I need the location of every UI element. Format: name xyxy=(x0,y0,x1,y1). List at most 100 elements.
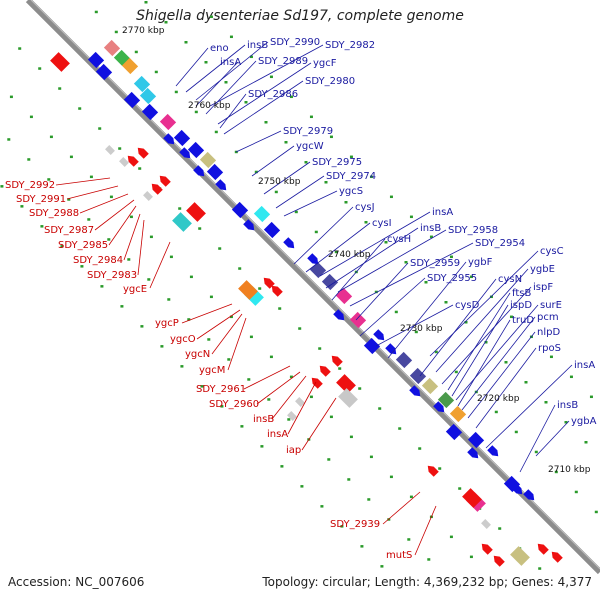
gene-label-forward[interactable]: SDY_2958 xyxy=(448,225,498,236)
gene-label-forward[interactable]: SDY_2975 xyxy=(312,157,362,168)
gene-label-forward[interactable]: insA xyxy=(432,207,453,218)
gene-label-forward[interactable]: ygcS xyxy=(339,186,363,197)
marker-dot xyxy=(58,87,62,90)
gene-label-forward[interactable]: truD xyxy=(512,315,534,326)
leader-line-forward xyxy=(185,44,246,93)
gene-arrow xyxy=(493,555,505,567)
gene-label-reverse[interactable]: SDY_2987 xyxy=(44,225,94,236)
gene-feature-block xyxy=(133,75,151,93)
gene-label-reverse[interactable]: ygcM xyxy=(199,365,225,376)
gene-label-reverse[interactable]: SDY_2988 xyxy=(29,208,79,219)
gene-label-forward[interactable]: SDY_2979 xyxy=(283,126,333,137)
marker-dot xyxy=(338,367,342,370)
gene-label-forward[interactable]: ispD xyxy=(510,300,532,311)
marker-dot xyxy=(204,61,208,64)
gene-feature-block xyxy=(462,488,482,508)
marker-dot xyxy=(229,35,233,39)
gene-arrow xyxy=(271,285,283,297)
gene-label-forward[interactable]: rpoS xyxy=(538,343,561,354)
marker-dot xyxy=(114,30,118,34)
gene-label-reverse[interactable]: insB xyxy=(253,414,274,425)
gene-arrow xyxy=(467,447,479,459)
gene-label-forward[interactable]: SDY_2986 xyxy=(248,89,298,100)
gene-label-forward[interactable]: SDY_2954 xyxy=(475,238,525,249)
gene-label-reverse[interactable]: ygcP xyxy=(155,318,179,329)
marker-dot xyxy=(147,278,151,281)
gene-label-forward[interactable]: cysJ xyxy=(355,202,375,213)
gene-label-forward[interactable]: pcm xyxy=(537,312,559,323)
marker-dot xyxy=(198,227,202,230)
gene-label-forward[interactable]: ftsB xyxy=(512,288,531,299)
gene-feature-block xyxy=(199,151,217,169)
gene-label-reverse[interactable]: SDY_2961 xyxy=(196,384,246,395)
gene-feature-block xyxy=(481,519,491,529)
gene-label-forward[interactable]: ygcF xyxy=(313,58,337,69)
gene-label-forward[interactable]: cysI xyxy=(372,218,392,229)
marker-dot xyxy=(464,321,468,324)
gene-label-forward[interactable]: SDY_2959 xyxy=(410,258,460,269)
gene-label-forward[interactable]: cysD xyxy=(455,300,480,311)
gene-label-reverse[interactable]: ygcN xyxy=(185,349,210,360)
marker-dot xyxy=(244,101,248,104)
leader-line-forward xyxy=(451,304,509,397)
gene-label-forward[interactable]: ygcW xyxy=(296,141,324,152)
gene-label-reverse[interactable]: mutS xyxy=(386,550,412,561)
gene-label-forward[interactable]: cysH xyxy=(387,234,411,245)
gene-label-reverse[interactable]: SDY_2960 xyxy=(209,399,259,410)
gene-label-reverse[interactable]: ygcE xyxy=(123,284,147,295)
leader-line-forward xyxy=(275,175,325,209)
genome-backbone xyxy=(25,0,600,575)
marker-dot xyxy=(269,75,273,79)
marker-dot xyxy=(494,410,498,414)
gene-label-forward[interactable]: SDY_2955 xyxy=(427,273,477,284)
marker-dot xyxy=(98,127,102,130)
gene-label-reverse[interactable]: iap xyxy=(286,445,301,456)
marker-dot xyxy=(20,205,24,208)
gene-label-reverse[interactable]: SDY_2991 xyxy=(16,194,66,205)
gene-label-forward[interactable]: SDY_2989 xyxy=(258,56,308,67)
gene-label-forward[interactable]: surE xyxy=(540,300,562,311)
gene-label-forward[interactable]: SDY_2982 xyxy=(325,40,375,51)
gene-label-forward[interactable]: SDY_2990 xyxy=(270,37,320,48)
marker-dot xyxy=(269,355,273,359)
gene-label-forward[interactable]: ygbF xyxy=(468,257,493,268)
gene-label-reverse[interactable]: SDY_2984 xyxy=(73,255,123,266)
leader-line-forward xyxy=(375,304,454,347)
gene-label-forward[interactable]: insB xyxy=(557,400,578,411)
gene-label-forward[interactable]: insA xyxy=(574,360,595,371)
gene-label-forward[interactable]: SDY_2974 xyxy=(326,171,376,182)
gene-label-forward[interactable]: nlpD xyxy=(537,327,560,338)
leader-line-forward xyxy=(293,206,354,265)
gene-label-forward[interactable]: insB xyxy=(247,40,268,51)
marker-dot xyxy=(549,355,553,359)
gene-label-forward[interactable]: insB xyxy=(420,223,441,234)
marker-dot xyxy=(589,395,593,399)
gene-label-reverse[interactable]: SDY_2992 xyxy=(5,180,55,191)
marker-dot xyxy=(260,445,264,448)
leader-line-forward xyxy=(447,292,511,391)
gene-label-forward[interactable]: eno xyxy=(210,43,229,54)
marker-dot xyxy=(247,378,251,381)
gene-label-forward[interactable]: cysN xyxy=(498,274,522,285)
leader-line-forward xyxy=(349,242,474,307)
marker-dot xyxy=(0,185,4,188)
gene-label-reverse[interactable]: SDY_2985 xyxy=(58,240,108,251)
gene-label-forward[interactable]: insA xyxy=(220,57,241,68)
gene-arrow xyxy=(481,543,493,555)
gene-label-forward[interactable]: SDY_2980 xyxy=(305,76,355,87)
gene-label-forward[interactable]: ygbA xyxy=(571,416,597,427)
gene-label-forward[interactable]: cysC xyxy=(540,246,564,257)
gene-feature-block xyxy=(238,280,258,300)
marker-dot xyxy=(340,525,344,528)
leader-line-reverse xyxy=(227,317,247,371)
gene-label-forward[interactable]: ispF xyxy=(533,282,553,293)
gene-label-reverse[interactable]: SDY_2939 xyxy=(330,519,380,530)
gene-label-reverse[interactable]: SDY_2983 xyxy=(87,270,137,281)
marker-dot xyxy=(264,121,268,124)
marker-dot xyxy=(427,558,431,561)
gene-feature-block xyxy=(159,113,177,131)
gene-label-reverse[interactable]: ygcO xyxy=(170,334,196,345)
gene-label-reverse[interactable]: insA xyxy=(267,429,288,440)
gene-label-forward[interactable]: ygbE xyxy=(530,264,555,275)
leader-line-forward xyxy=(461,316,536,411)
